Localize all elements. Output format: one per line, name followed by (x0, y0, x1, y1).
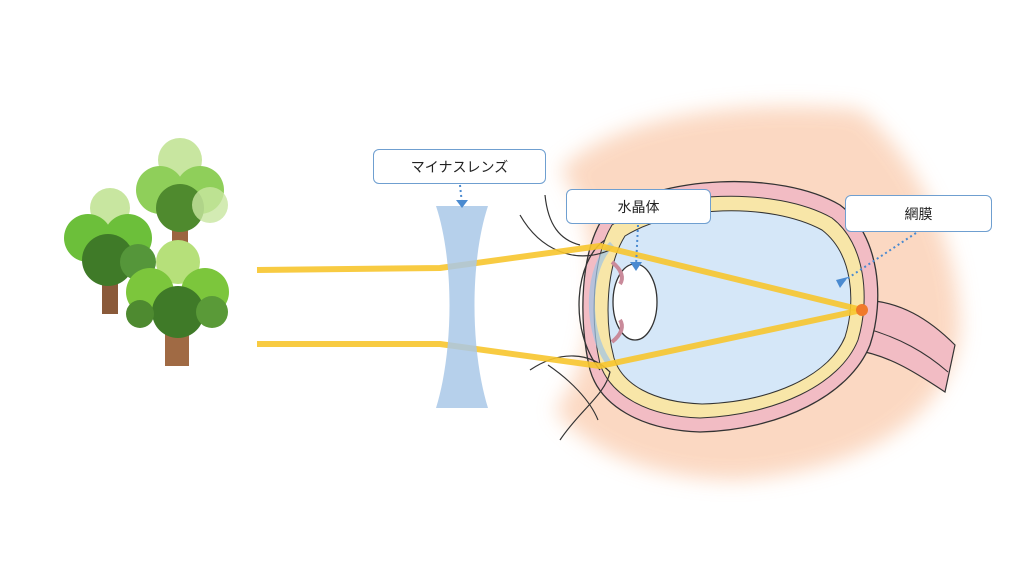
crystalline-lens-label: 水晶体 (566, 189, 711, 224)
leader-line-crystalline (635, 224, 639, 267)
light-rays (256, 243, 863, 369)
focal-point (856, 304, 868, 316)
lens-label-text: マイナスレンズ (410, 159, 509, 176)
tree-back (136, 138, 228, 267)
optic-nerve (854, 299, 956, 393)
vitreous-body (607, 210, 852, 405)
tree-front (126, 240, 229, 366)
lens-label: マイナスレンズ (373, 149, 546, 184)
crystalline-lens-shape (612, 263, 658, 341)
light-ray-upper (256, 243, 863, 313)
leader-lines (456, 184, 917, 288)
crystalline-lens-label-text: 水晶体 (617, 199, 660, 216)
light-ray-lower (257, 307, 863, 369)
trees-icon (64, 138, 229, 366)
concave-lens-icon (436, 206, 488, 408)
eye-cross-section-icon (519, 180, 956, 441)
retina-label-text: 網膜 (904, 206, 933, 223)
retina-label: 網膜 (845, 195, 992, 232)
